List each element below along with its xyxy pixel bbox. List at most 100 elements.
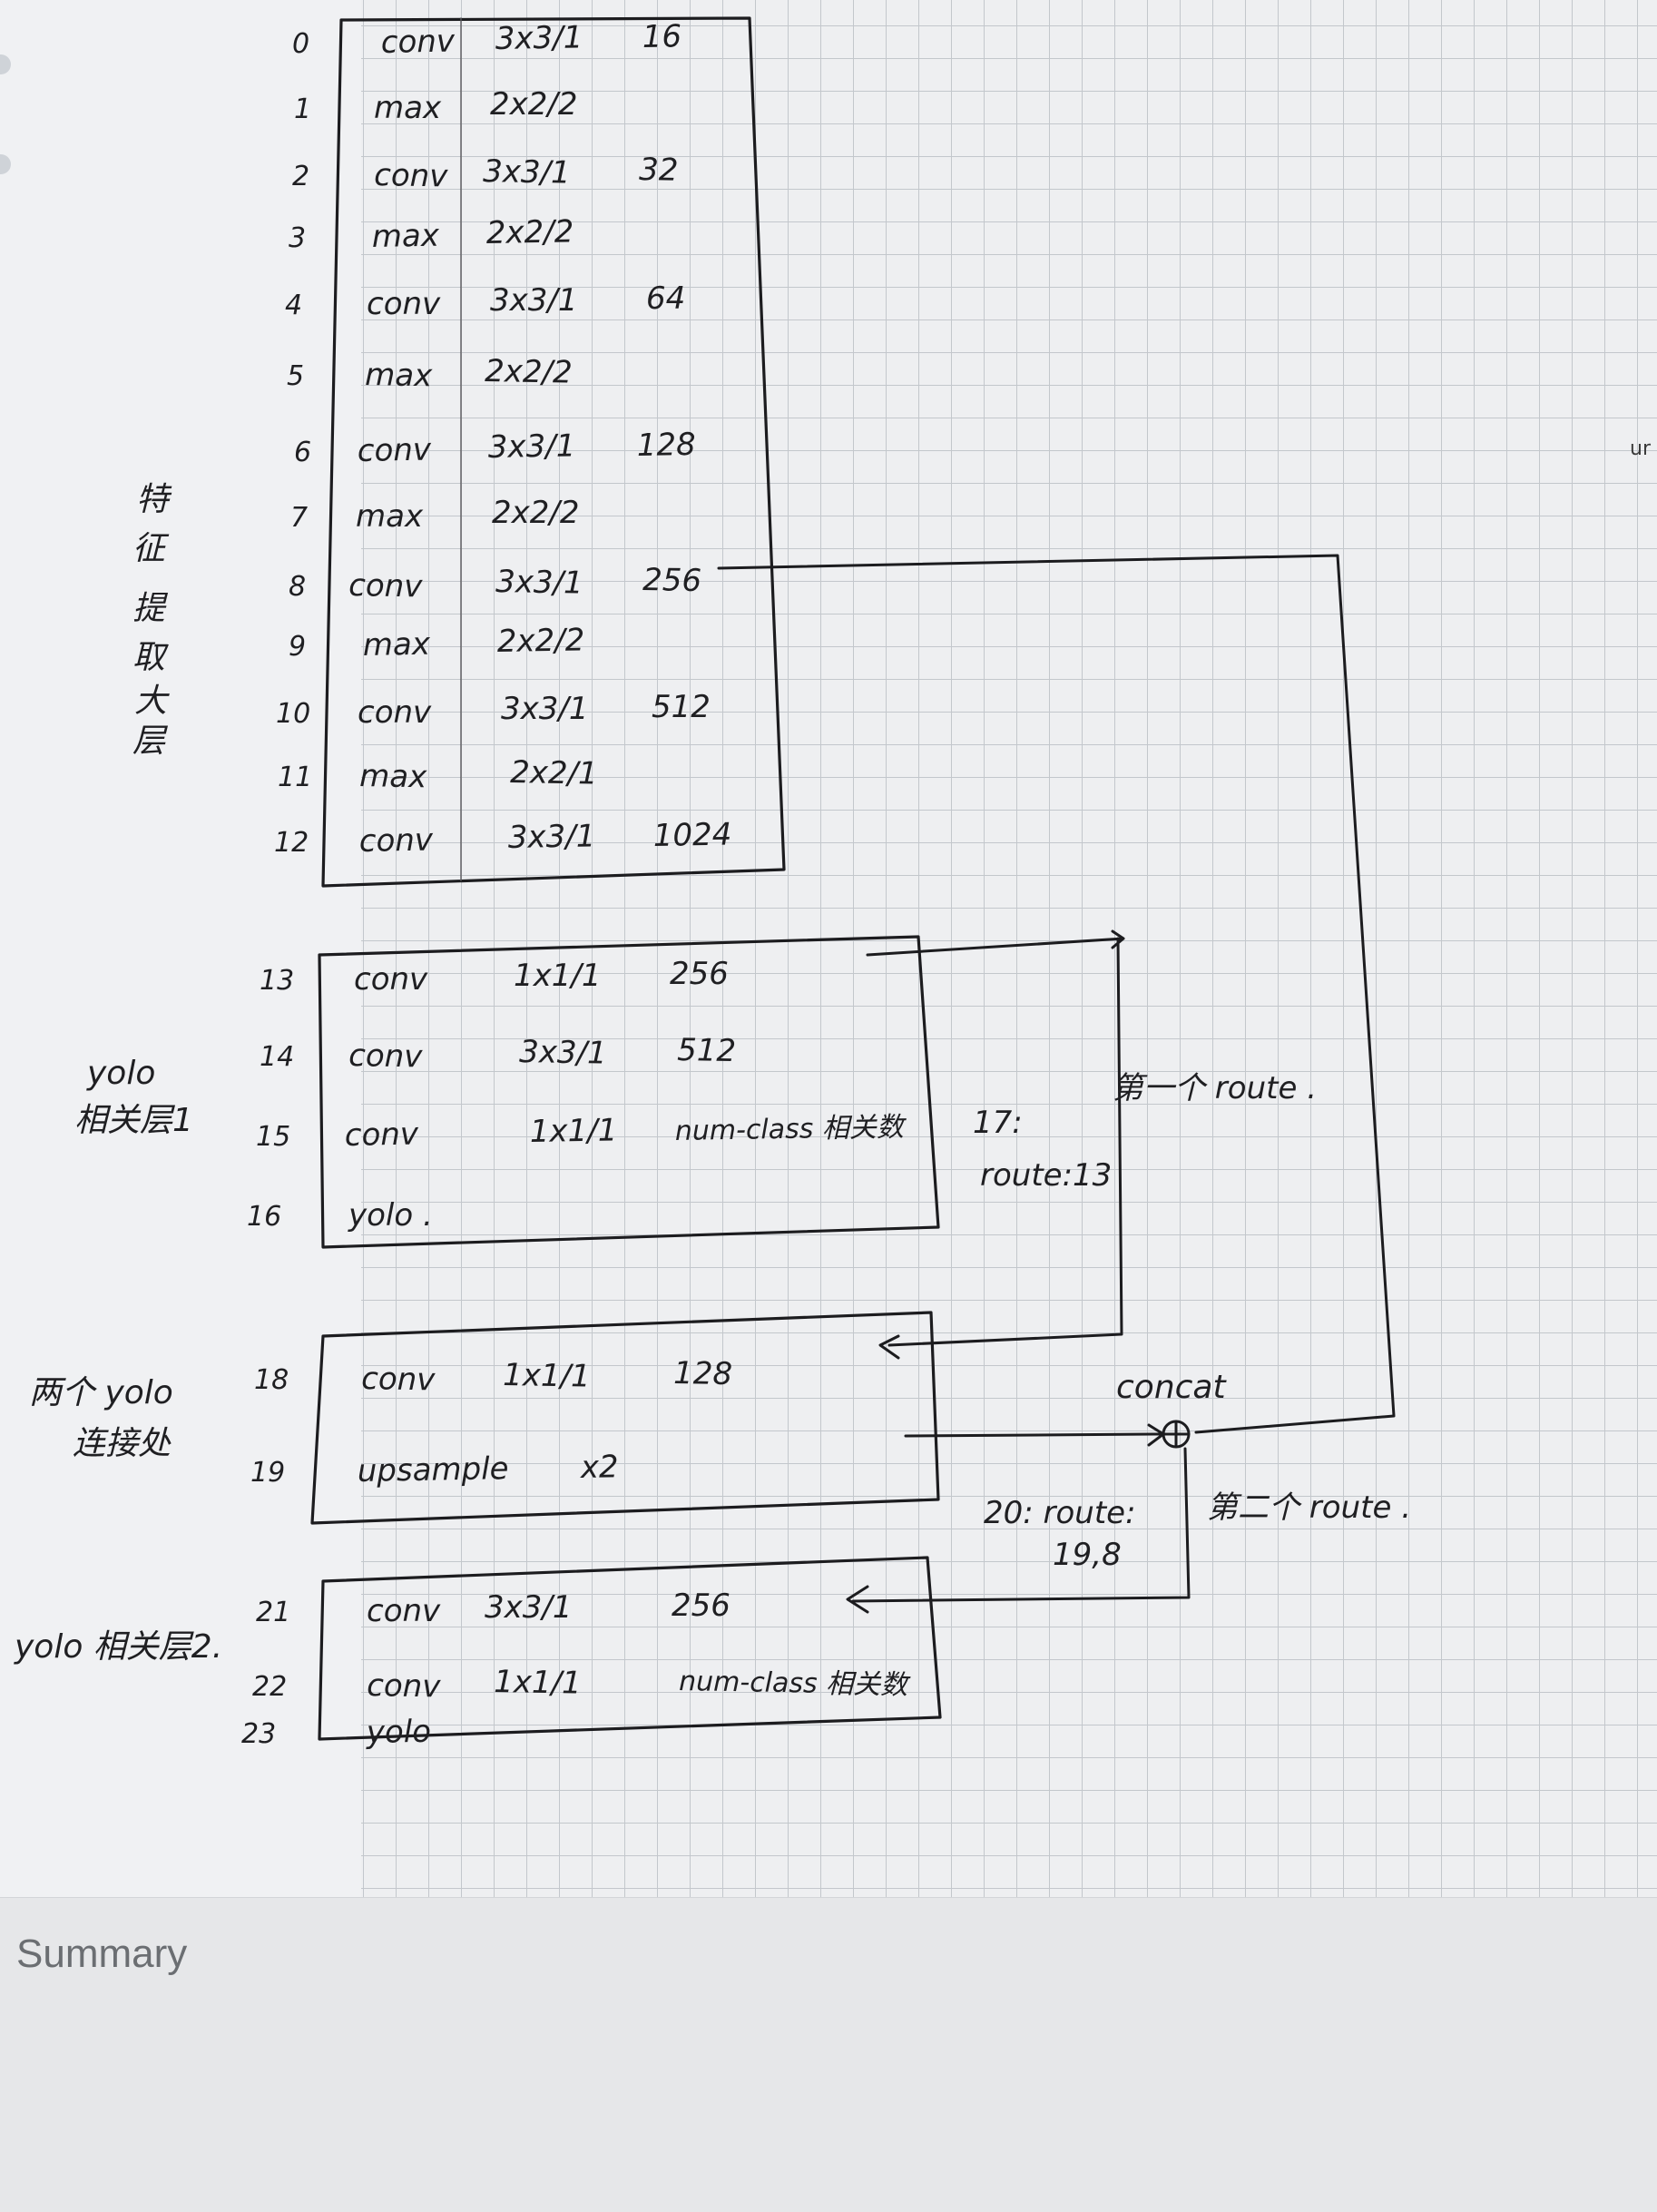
- layer-index: 6: [294, 437, 311, 468]
- route-wire-20: [851, 1447, 1191, 1603]
- summary-heading: Summary: [16, 1932, 188, 1976]
- layer-kernel: 2x2/2: [496, 622, 584, 660]
- layer-kernel: 2x2/2: [490, 86, 577, 123]
- layer-type: conv: [361, 1361, 436, 1398]
- first-route-note: 第一个 route .: [1113, 1070, 1317, 1106]
- layer-kernel: 1x1/1: [503, 1357, 591, 1395]
- layer-filters: 128: [673, 1355, 733, 1392]
- binder-hole: [0, 154, 11, 174]
- layer-filters: 256: [642, 562, 702, 599]
- layer-type: conv: [374, 157, 449, 194]
- layer-index: 9: [289, 631, 306, 663]
- layer-type: conv: [367, 286, 441, 322]
- yolo2-block-frame: [318, 1556, 942, 1741]
- layer-index: 8: [289, 571, 306, 603]
- edge-mark: ur: [1630, 437, 1651, 460]
- layer-index: 5: [287, 360, 304, 392]
- layer-filters: 512: [677, 1032, 737, 1069]
- layer-type: max: [374, 90, 442, 126]
- layer-kernel: 1x1/1: [529, 1112, 617, 1150]
- layer-kernel: 3x3/1: [483, 153, 571, 192]
- feature-label-char: 特: [136, 481, 172, 518]
- layer-kernel: 1x1/1: [514, 958, 601, 994]
- binder-hole: [0, 54, 11, 74]
- layer-filters: 128: [636, 427, 696, 464]
- yolo1-block-frame: [318, 935, 940, 1249]
- layer-type: conv: [354, 961, 428, 998]
- layer-index: 12: [274, 827, 309, 859]
- layer-index: 0: [292, 28, 309, 60]
- layer-type: conv: [367, 1593, 441, 1629]
- route-arrow-21: [846, 1585, 869, 1614]
- route20-text: 20: route:: [984, 1495, 1136, 1531]
- layer-filters: num-class 相关数: [679, 1666, 912, 1701]
- layer-kernel: x2: [579, 1449, 618, 1486]
- layer-kernel: 2x2/1: [510, 754, 598, 792]
- layer-type: conv: [344, 1116, 419, 1154]
- layer-kernel: 3x3/1: [501, 691, 588, 727]
- feature-label-char: 大: [134, 683, 170, 720]
- layer-filters: 16: [642, 18, 681, 55]
- yolo1-label-line1: yolo: [86, 1055, 155, 1092]
- feature-label-char: 取: [132, 639, 169, 676]
- layer-index: 3: [289, 222, 306, 254]
- summary-section: [0, 1897, 1657, 2212]
- layer-type: max: [362, 626, 431, 664]
- concat-plus-cross: [1162, 1420, 1191, 1449]
- upsample-to-concat-wire: [904, 1432, 1162, 1438]
- layer-type: conv: [357, 432, 432, 469]
- route17-text: route:13: [980, 1157, 1112, 1194]
- route-wire-first: [866, 929, 1125, 1347]
- layer-rows: conv 3x3/1 16 max 2x2/2 conv 3x3/1 32 max 2x2/2 co…: [344, 18, 911, 1751]
- layer-filters: 64: [646, 280, 685, 317]
- route-wire-second: [717, 554, 1396, 1434]
- layer-kernel: 3x3/1: [519, 1034, 607, 1072]
- layer-kernel: 2x2/2: [485, 353, 573, 391]
- route-arrow-18: [878, 1334, 900, 1360]
- route17-index: 17:: [973, 1105, 1023, 1141]
- feature-label-char: 层: [132, 723, 169, 760]
- feature-label-char: 征: [132, 530, 170, 567]
- layer-index: 23: [241, 1718, 276, 1750]
- layer-filters: 256: [670, 956, 729, 992]
- layer-index: 15: [256, 1121, 290, 1153]
- layer-kernel: 3x3/1: [507, 818, 595, 856]
- layer-kernel: 2x2/2: [492, 495, 579, 531]
- layer-filters: 32: [639, 152, 679, 189]
- layer-type: conv: [348, 1037, 424, 1075]
- layer-index: 11: [278, 762, 312, 793]
- layer-filters: num-class 相关数: [675, 1112, 908, 1147]
- layer-kernel: 3x3/1: [487, 428, 575, 466]
- layer-index: 4: [285, 290, 302, 321]
- layer-kernel: 3x3/1: [495, 19, 583, 57]
- layer-index: 1: [294, 93, 311, 125]
- layer-filters: 256: [672, 1588, 730, 1624]
- layer-type: max: [365, 357, 434, 394]
- layer-type: max: [371, 218, 440, 255]
- layer-kernel: 3x3/1: [485, 1589, 572, 1626]
- yolo1-label-line2: 相关层1: [74, 1102, 193, 1139]
- layer-type: max: [359, 758, 428, 795]
- layer-index: 7: [290, 502, 308, 534]
- layer-type: yolo: [365, 1714, 431, 1751]
- layer-type: conv: [367, 1667, 442, 1705]
- layer-index: 18: [254, 1364, 289, 1396]
- layer-type: max: [356, 498, 424, 535]
- layer-kernel: 3x3/1: [495, 564, 583, 602]
- layer-type: conv: [358, 694, 432, 731]
- layer-kernel: 3x3/1: [490, 282, 577, 319]
- feature-group-label: 特 征 提 取 大 层: [132, 481, 172, 760]
- layer-index: 16: [247, 1201, 281, 1233]
- layer-index: 19: [250, 1457, 285, 1489]
- layer-index: 14: [260, 1041, 294, 1073]
- layer-type: conv: [358, 822, 434, 860]
- layer-index: 22: [252, 1671, 287, 1703]
- junction-label-line1: 两个 yolo: [29, 1374, 173, 1411]
- junction-label-line2: 连接处: [73, 1425, 172, 1462]
- yolo2-label: yolo 相关层2.: [14, 1628, 222, 1666]
- feature-block-frame: [321, 16, 786, 888]
- route20-sources: 19,8: [1053, 1537, 1122, 1573]
- layer-filters: 512: [652, 689, 711, 725]
